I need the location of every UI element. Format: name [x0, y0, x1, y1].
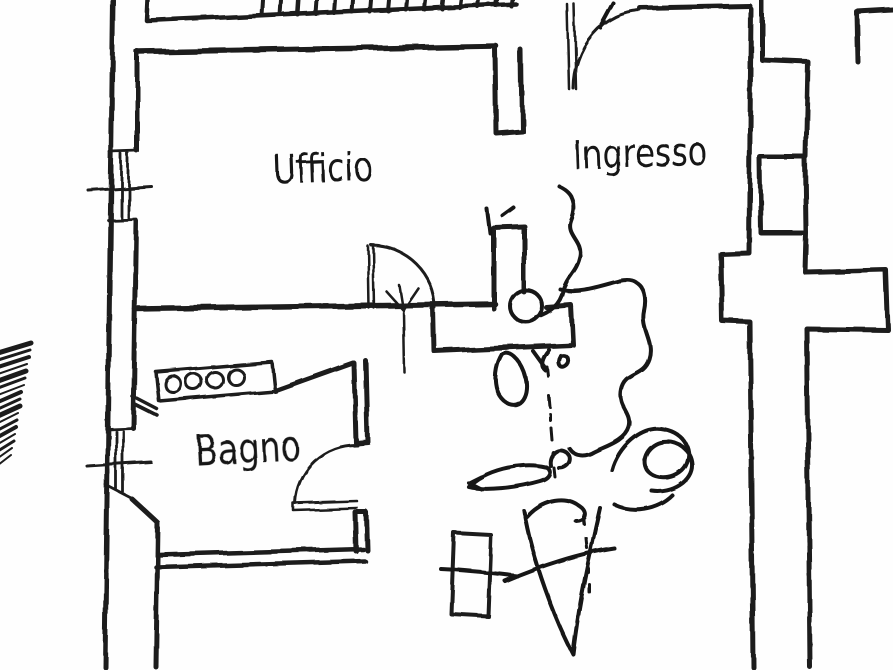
scribble-stroke [493, 350, 529, 407]
ufficio-top-wall [134, 43, 499, 55]
scribble-stroke [503, 546, 616, 583]
window-lower-frame [104, 426, 136, 501]
ufficio-bottom-wall [132, 301, 498, 312]
window-upper-frame [106, 149, 140, 222]
radiator-box [154, 360, 277, 403]
scribble-stroke [558, 278, 647, 313]
radiator-circle [163, 374, 183, 394]
scribble-stroke [598, 1, 615, 29]
bagno-right-wall-upper [351, 358, 371, 446]
window-icon-lower [85, 426, 153, 501]
bagno-right-wall-lower [352, 509, 370, 554]
scribble-circle [508, 288, 544, 324]
door-leaf [291, 499, 359, 512]
left-wall-outer [102, 0, 116, 670]
scribble-stroke [531, 348, 571, 372]
scribble-stroke [613, 493, 674, 512]
barcode-stripe [0, 340, 34, 418]
door-swing-mark [384, 283, 420, 374]
top-right-wall-corner [854, 7, 893, 65]
radiator-icon [154, 360, 277, 403]
right-wall-outer-cross-pillar [802, 230, 891, 670]
radiator-circle [226, 367, 246, 387]
barcode-stripe [0, 348, 32, 452]
walls [102, 0, 893, 670]
left-wall-inner [129, 48, 161, 670]
door-leaf [366, 244, 376, 310]
scribble-stroke [467, 475, 483, 491]
barcode-stripe [0, 363, 28, 465]
window-upper-tick [86, 184, 153, 192]
scribble-stroke [548, 448, 572, 470]
scribble-stroke [525, 498, 587, 523]
room-label-ufficio: Ufficio [272, 144, 374, 193]
handwritten-scribbles [439, 1, 694, 656]
ufficio-right-wall [492, 45, 525, 136]
ingresso-top-wall [637, 3, 753, 11]
right-wall-inner [718, 6, 756, 670]
scribble-stroke [485, 207, 492, 235]
barcode-stripes-icon [0, 340, 34, 465]
door-bagno [291, 443, 359, 512]
room-label-bagno: Bagno [194, 421, 302, 475]
scribble-stroke [467, 463, 552, 491]
staircase-stringer [144, 0, 519, 24]
scribble-stroke [610, 426, 694, 494]
scribble-stroke [500, 205, 515, 217]
stub-wall [491, 224, 528, 312]
right-wall-niche-top [759, 0, 811, 160]
door-swing-arc-icon [369, 243, 437, 310]
radiator-circle [205, 370, 225, 390]
radiator-circle [184, 372, 204, 392]
barcode-stripe [0, 355, 31, 439]
scribble-stroke [534, 184, 583, 319]
room-labels: Ufficio Ingresso Bagno [194, 129, 708, 476]
room-label-ingresso: Ingresso [572, 129, 708, 180]
scribble-stroke [568, 309, 653, 458]
window-icon-upper [86, 149, 153, 222]
door-ufficio [366, 243, 437, 374]
door-swing-arc-icon [293, 443, 359, 505]
wall-niche-box [757, 154, 809, 236]
bagno-top-wall [272, 360, 356, 394]
hallway-wall-block [430, 302, 576, 354]
door-leaf [565, 2, 578, 91]
bagno-bottom-wall [153, 546, 368, 570]
door-ingresso [565, 2, 642, 91]
staircase-treads [260, 0, 514, 18]
scribble-stroke [522, 506, 602, 656]
bagno-topleft-chamfer [130, 394, 160, 418]
furniture-rectangle [449, 531, 493, 618]
door-swing-arc-icon [571, 8, 642, 90]
staircase-icon [144, 0, 519, 24]
window-lower-tick [85, 460, 153, 468]
scribble-stroke [439, 567, 519, 578]
